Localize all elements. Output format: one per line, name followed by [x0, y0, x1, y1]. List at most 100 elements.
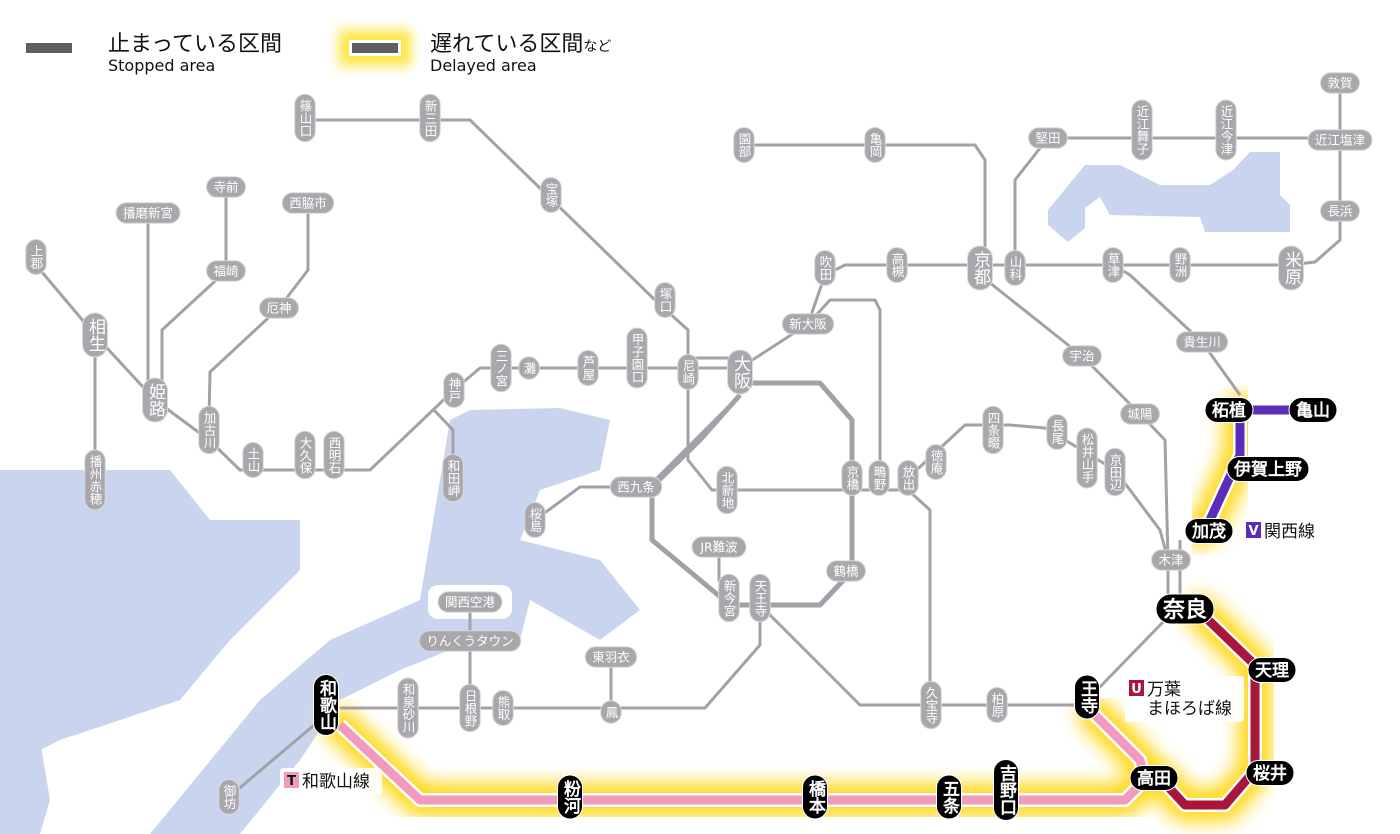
station-pill — [897, 460, 919, 496]
station-delayed[interactable]: 奈良 — [1155, 593, 1215, 625]
station-normal[interactable]: 貴生川 — [1175, 331, 1229, 353]
station-normal[interactable]: 三ノ宮 — [490, 343, 512, 393]
station-normal[interactable]: 新大阪 — [781, 313, 835, 335]
station-normal[interactable]: 京都 — [967, 245, 993, 291]
station-normal[interactable]: 長尾 — [1046, 414, 1068, 450]
station-normal[interactable]: 堅田 — [1028, 127, 1068, 149]
station-name: 京田辺 — [1108, 453, 1123, 491]
station-normal[interactable]: 吹田 — [814, 250, 836, 286]
station-normal[interactable]: 四条畷 — [982, 405, 1004, 455]
station-normal[interactable]: 放出 — [897, 460, 919, 496]
station-normal[interactable]: 大阪 — [727, 349, 753, 395]
station-normal[interactable]: 甲子園口 — [626, 327, 648, 389]
station-normal[interactable]: 播磨新宮 — [115, 202, 181, 224]
station-normal[interactable]: 近江塩津 — [1307, 129, 1373, 151]
station-pill — [1120, 403, 1160, 425]
station-normal[interactable]: 久宝寺 — [920, 680, 942, 730]
station-name: 山科 — [1008, 256, 1023, 281]
station-normal[interactable]: 米原 — [1278, 245, 1304, 291]
station-normal[interactable]: 北新地 — [716, 465, 738, 515]
station-normal[interactable]: 関西空港 — [437, 591, 503, 613]
station-normal[interactable]: 上郡 — [25, 239, 47, 275]
station-normal[interactable]: 山科 — [1004, 250, 1026, 286]
delayed-line[interactable] — [336, 711, 1150, 805]
station-normal[interactable]: 近江舞子 — [1131, 99, 1153, 161]
station-normal[interactable]: 和田岬 — [442, 453, 464, 503]
station-normal[interactable]: 福崎 — [206, 260, 246, 282]
station-normal[interactable]: 鳳 — [600, 700, 622, 724]
station-pill — [1062, 345, 1102, 367]
station-normal[interactable]: 宇治 — [1062, 345, 1102, 367]
station-normal[interactable]: 塚口 — [654, 282, 676, 318]
station-normal[interactable]: 京田辺 — [1104, 447, 1126, 497]
station-normal[interactable]: 徳庵 — [925, 444, 947, 480]
station-normal[interactable]: 厄神 — [259, 297, 299, 319]
station-normal[interactable]: 野洲 — [1169, 247, 1191, 283]
station-normal[interactable]: 相生 — [82, 312, 108, 358]
station-delayed[interactable]: 吉野口 — [993, 759, 1019, 821]
station-name: 亀岡 — [868, 133, 883, 158]
station-normal[interactable]: 西脇市 — [281, 192, 335, 214]
station-normal[interactable]: 宝塚 — [540, 177, 562, 213]
station-pill — [459, 683, 481, 733]
station-normal[interactable]: 加古川 — [198, 405, 220, 455]
station-normal[interactable]: 播州赤穂 — [84, 449, 106, 511]
station-normal[interactable]: 和泉砂川 — [397, 677, 419, 739]
station-normal[interactable]: 鶴橋 — [826, 560, 866, 582]
station-normal[interactable]: 西明石 — [323, 430, 345, 480]
station-pill — [218, 779, 240, 815]
station-delayed[interactable]: 伊賀上野 — [1226, 456, 1310, 482]
station-delayed[interactable]: 亀山 — [1288, 397, 1338, 423]
station-normal[interactable]: 御坊 — [218, 779, 240, 815]
station-delayed[interactable]: 柘植 — [1204, 397, 1254, 423]
station-normal[interactable]: 大久保 — [294, 430, 316, 480]
station-delayed[interactable]: 王寺 — [1074, 674, 1100, 720]
station-delayed[interactable]: 粉河 — [557, 774, 583, 820]
station-normal[interactable]: 土山 — [242, 442, 264, 478]
station-normal[interactable]: 芦屋 — [577, 350, 599, 386]
station-normal[interactable]: 桜島 — [524, 502, 546, 538]
station-normal[interactable]: 敦賀 — [1320, 72, 1360, 94]
line-symbol-badge — [1129, 680, 1144, 696]
station-normal[interactable]: 高槻 — [886, 247, 908, 283]
station-normal[interactable]: 草津 — [1102, 247, 1124, 283]
station-normal[interactable]: 園部 — [733, 127, 755, 163]
station-pill — [1169, 247, 1191, 283]
station-normal[interactable]: 亀岡 — [864, 127, 886, 163]
station-normal[interactable]: 神戸 — [443, 372, 465, 408]
station-normal[interactable]: 柏原 — [986, 687, 1008, 723]
station-normal[interactable]: 尼崎 — [677, 354, 699, 390]
delayed-line[interactable] — [1156, 608, 1260, 810]
station-normal[interactable]: りんくうタウン — [418, 630, 522, 652]
station-delayed[interactable]: 橋本 — [802, 774, 828, 820]
station-normal[interactable]: 木津 — [1151, 549, 1191, 571]
station-normal[interactable]: JR難波 — [691, 536, 747, 558]
station-normal[interactable]: 姫路 — [142, 377, 168, 423]
station-normal[interactable]: 松井山手 — [1076, 427, 1098, 489]
station-normal[interactable]: 鴫野 — [868, 460, 890, 496]
station-pill — [294, 430, 316, 480]
station-normal[interactable]: 熊取 — [492, 690, 514, 726]
station-normal[interactable]: 新三田 — [419, 93, 441, 143]
station-normal[interactable]: 寺前 — [206, 176, 246, 198]
station-normal[interactable]: 西九条 — [609, 476, 663, 498]
water-area — [1048, 152, 1290, 242]
station-normal[interactable]: 新今宮 — [718, 573, 740, 623]
station-normal[interactable]: 篠山口 — [294, 93, 316, 143]
station-delayed[interactable]: 加茂 — [1184, 518, 1234, 544]
station-normal[interactable]: 京橋 — [841, 460, 863, 496]
station-pill — [1226, 456, 1310, 482]
station-normal[interactable]: 東羽衣 — [584, 646, 638, 668]
station-delayed[interactable]: 桜井 — [1245, 760, 1295, 786]
rail-line — [160, 187, 228, 390]
station-normal[interactable]: 天王寺 — [749, 573, 771, 623]
station-delayed[interactable]: 高田 — [1129, 765, 1179, 791]
station-normal[interactable]: 日根野 — [459, 683, 481, 733]
station-normal[interactable]: 灘 — [518, 356, 540, 380]
station-delayed[interactable]: 天理 — [1247, 657, 1297, 683]
station-normal[interactable]: 近江今津 — [1215, 99, 1237, 161]
station-delayed[interactable]: 五条 — [936, 774, 962, 820]
station-normal[interactable]: 城陽 — [1120, 403, 1160, 425]
station-delayed[interactable]: 和歌山 — [313, 674, 339, 736]
station-normal[interactable]: 長浜 — [1320, 200, 1360, 222]
